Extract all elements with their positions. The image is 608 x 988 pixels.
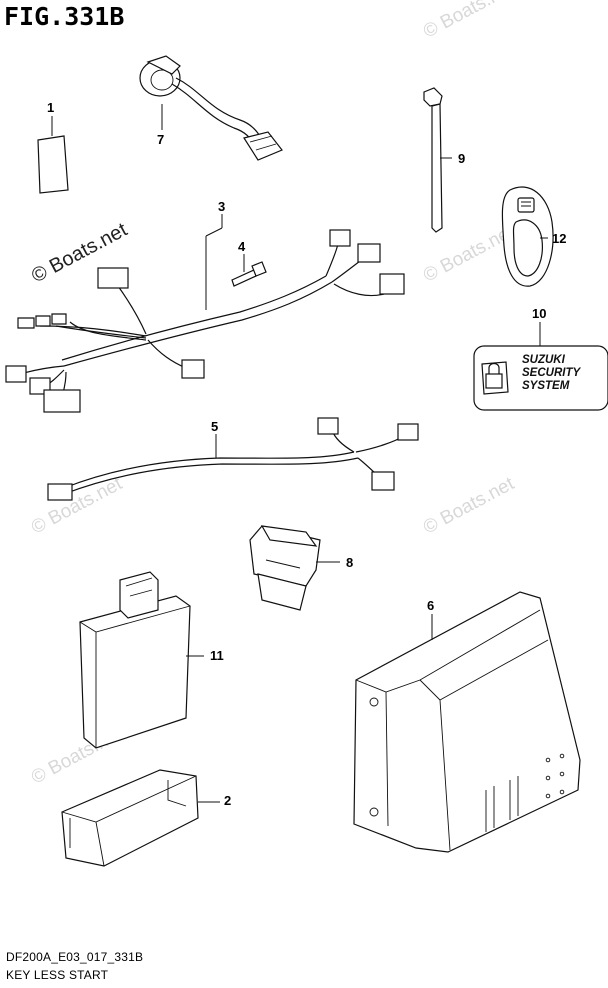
part-2-holder: [61, 769, 220, 867]
callout-9: 9: [458, 151, 466, 166]
callout-10: 10: [532, 306, 547, 321]
callout-12: 12: [552, 231, 567, 246]
part-8-relay: [249, 525, 340, 611]
part-9-cable-tie: [423, 87, 452, 233]
part-1-card: [37, 116, 69, 194]
figure-caption: KEY LESS START: [6, 968, 109, 982]
figure-title: FIG.331B: [4, 2, 125, 31]
part-12-key-fob: [501, 186, 554, 287]
decal-text: SUZUKI SECURITY SYSTEM: [522, 354, 580, 393]
decal-line-2: SECURITY: [522, 367, 581, 379]
callout-7: 7: [157, 132, 165, 147]
callout-4: 4: [238, 239, 246, 254]
part-4-bolt: [231, 254, 267, 287]
part-7-sensor-harness: [139, 55, 283, 161]
callout-6: 6: [427, 598, 435, 613]
part-6-case: [353, 591, 581, 853]
callout-8: 8: [346, 555, 354, 570]
callout-11: 11: [210, 648, 224, 663]
part-3-wiring-harness: [5, 214, 405, 413]
part-5-extension-harness: [47, 417, 419, 501]
callout-1: 1: [47, 100, 55, 115]
callout-5: 5: [211, 419, 219, 434]
decal-line-3: SYSTEM: [522, 380, 570, 392]
figure-code: DF200A_E03_017_331B: [6, 950, 144, 964]
callout-3: 3: [218, 199, 226, 214]
decal-line-1: SUZUKI: [522, 354, 565, 366]
part-11-module: [79, 571, 204, 749]
part-10-decal: [473, 322, 608, 411]
callout-2: 2: [224, 793, 232, 808]
